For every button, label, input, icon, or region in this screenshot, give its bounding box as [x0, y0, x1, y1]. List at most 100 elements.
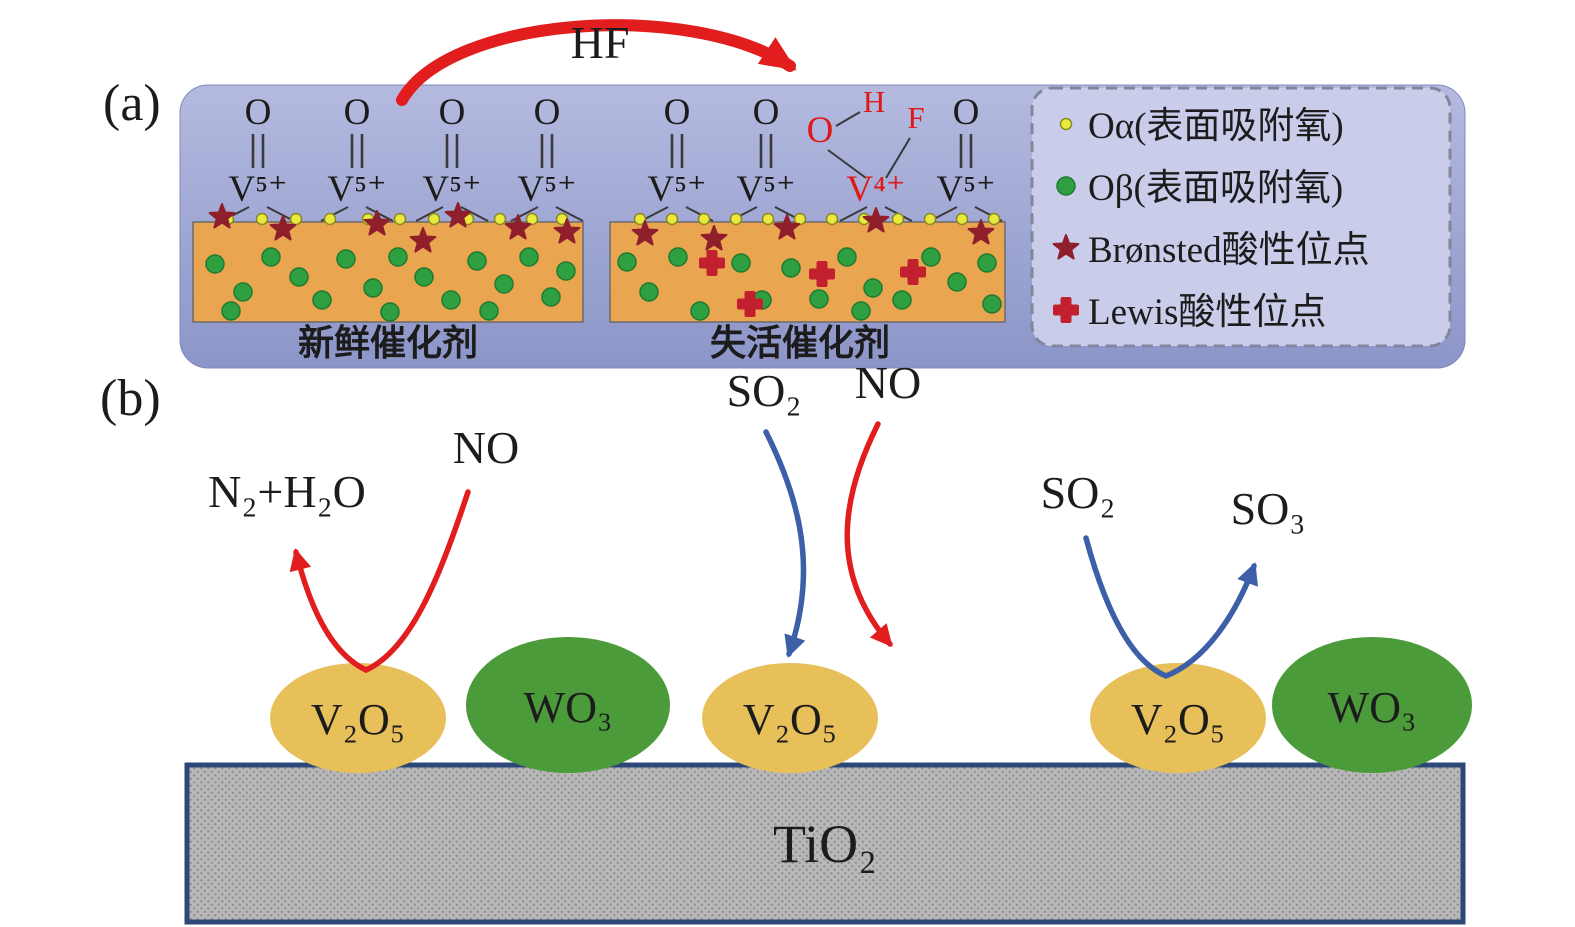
hf-label: HF — [571, 17, 630, 68]
o-alpha-dot — [891, 212, 905, 226]
o-atom-label: O — [245, 92, 272, 133]
o-alpha-dot — [255, 212, 269, 226]
hf-migration-arrow — [396, 19, 797, 106]
o-atom-label: O — [953, 92, 980, 133]
bond-line — [460, 206, 489, 222]
o-beta-dot — [617, 252, 637, 272]
bond-line — [885, 137, 911, 179]
o-alpha-dot — [825, 212, 839, 226]
o-beta-dot — [479, 301, 499, 321]
no-mid-label: NO — [855, 357, 921, 408]
bond-line — [266, 206, 295, 222]
o-atom-label: O — [534, 92, 561, 133]
v5-site: O V⁵⁺ — [929, 92, 1003, 222]
o-atom-label: O — [753, 92, 780, 133]
tio2-label: TiO₂ — [773, 814, 877, 874]
bond-line — [835, 111, 861, 127]
f-atom-label: F — [907, 100, 924, 135]
v2o5-particle — [270, 663, 446, 773]
v5-label: V⁵⁺ — [327, 169, 386, 210]
o-beta-dot — [363, 278, 383, 298]
o-beta-dot — [233, 282, 253, 302]
o-alpha-dot — [923, 212, 937, 226]
o-beta-dot — [851, 301, 871, 321]
legend-oalpha-marker-icon — [1059, 117, 1073, 131]
wo3-particle — [466, 637, 670, 773]
wo3-label: WO₃ — [524, 683, 613, 732]
so3-right-label: SO₃ — [1231, 483, 1306, 534]
o-alpha-dot — [665, 212, 679, 226]
o-beta-dot — [312, 290, 332, 310]
v2o5-label: V₂O₅ — [311, 695, 405, 744]
v5-site: OV⁵⁺ — [640, 92, 714, 222]
o-beta-dot — [205, 254, 225, 274]
o-alpha-dot — [761, 212, 775, 226]
o-beta-dot — [336, 249, 356, 269]
o-alpha-dot — [493, 212, 507, 226]
legend-obeta-label: Oβ(表面吸附氧) — [1088, 167, 1343, 209]
wo3-particle — [1272, 637, 1472, 773]
o-alpha-dot — [729, 212, 743, 226]
o-beta-dot — [668, 247, 688, 267]
o-alpha-dot — [525, 212, 539, 226]
o-beta-dot — [380, 302, 400, 322]
fresh-catalyst-label: 新鲜催化剂 — [298, 323, 478, 363]
v5-label: V⁵⁺ — [936, 169, 995, 210]
wo3-label: WO₃ — [1328, 683, 1417, 732]
so2-right-label: SO₂ — [1041, 467, 1116, 518]
bond-line — [365, 206, 394, 222]
o-beta-dot — [690, 301, 710, 321]
o-beta-dot — [414, 267, 434, 287]
o-alpha-dot — [697, 212, 711, 226]
no-left-label: NO — [453, 422, 519, 473]
v5-site: O V⁵⁺ — [320, 92, 394, 222]
so2-mid-label: SO₂ — [727, 365, 802, 416]
v5-site: O V⁵⁺ — [221, 92, 295, 222]
legend-obeta-marker-icon — [1056, 176, 1076, 196]
v5-label: V⁵⁺ — [736, 169, 795, 210]
o-beta-dot — [261, 247, 281, 267]
legend-lewis-label: Lewis酸性位点 — [1088, 291, 1326, 333]
h-atom-label: H — [863, 84, 885, 119]
o-alpha-dot — [323, 212, 337, 226]
v5-site: OV⁵⁺ — [510, 92, 584, 222]
o-alpha-dot — [955, 212, 969, 226]
o-alpha-dot — [289, 212, 303, 226]
bond-line — [827, 149, 867, 179]
no-reduction-arrow — [289, 489, 471, 674]
o-beta-dot — [519, 247, 539, 267]
deactivated-catalyst-block — [609, 221, 1006, 323]
bond-line — [415, 206, 444, 222]
o-atom-label: O — [664, 92, 691, 133]
v2o5-particle — [1090, 663, 1266, 773]
o-beta-dot — [541, 287, 561, 307]
v5-label: V⁵⁺ — [228, 169, 287, 210]
panel-b: (b) TiO₂ V₂O₅ WO₃ V₂O₅ V₂O₅ WO₃ N₂+H₂O N… — [100, 357, 1472, 925]
legend-bronsted-label: Brønsted酸性位点 — [1088, 229, 1370, 271]
o-beta-dot — [809, 289, 829, 309]
no-adsorption-arrow — [844, 421, 893, 648]
o-atom-label: O — [344, 92, 371, 133]
bond-line — [839, 206, 868, 222]
o-beta-dot — [221, 301, 241, 321]
so2-adsorption-arrow — [763, 429, 807, 658]
legend-box — [1030, 86, 1452, 348]
o-beta-dot — [556, 261, 576, 281]
v2o5-label: V₂O₅ — [1131, 695, 1225, 744]
o-beta-dot — [947, 272, 967, 292]
panel-a-label: (a) — [103, 75, 161, 132]
v4-label: V⁴⁺ — [846, 169, 905, 210]
v5-label: V⁵⁺ — [422, 169, 481, 210]
o-alpha-dot — [987, 212, 1001, 226]
panel-b-label: (b) — [100, 370, 161, 427]
o-beta-dot — [863, 278, 883, 298]
legend: Oα(表面吸附氧) Oβ(表面吸附氧) Brønsted酸性位点 Lewis酸性… — [1030, 86, 1452, 348]
o-beta-dot — [731, 253, 751, 273]
o-beta-dot — [388, 247, 408, 267]
o-beta-dot — [494, 274, 514, 294]
o-alpha-dot — [427, 212, 441, 226]
o-atom-label: O — [807, 110, 834, 151]
